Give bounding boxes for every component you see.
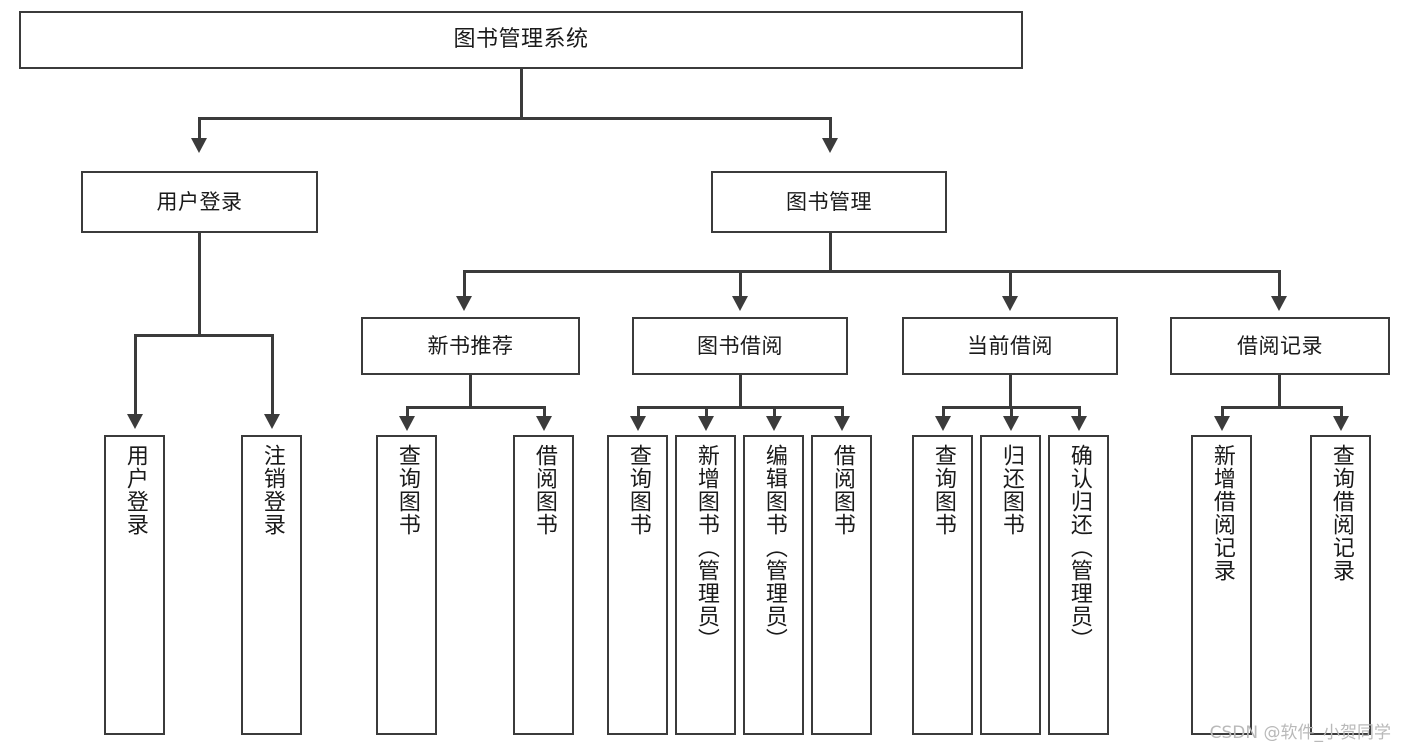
node-root-book-management-system[interactable]: 图书管理系统 xyxy=(19,11,1023,69)
arrowhead-bb-4 xyxy=(834,416,850,431)
leaf-user-login-login[interactable]: 用户登录 xyxy=(104,435,165,735)
arrowhead-nbr-1 xyxy=(399,416,415,431)
node-label: 归还图书 xyxy=(998,444,1024,536)
arrowhead-nbr-2 xyxy=(536,416,552,431)
arrowhead-to-book-borrow xyxy=(732,296,748,311)
arrowhead-br-1 xyxy=(1214,416,1230,431)
connector-new-book-recommend-bus xyxy=(406,406,544,409)
connector-new-book-recommend-stem xyxy=(469,375,472,408)
leaf-book-borrow-query-book[interactable]: 查询图书 xyxy=(607,435,668,735)
connector-root-stem xyxy=(520,69,523,119)
leaf-new-book-borrow-book[interactable]: 借阅图书 xyxy=(513,435,574,735)
arrowhead-cb-2 xyxy=(1003,416,1019,431)
connector-bb-drop-3 xyxy=(773,406,776,418)
arrowhead-to-new-book-recommend xyxy=(456,296,472,311)
node-label: 查询图书 xyxy=(625,444,651,536)
leaf-borrow-record-query-record[interactable]: 查询借阅记录 xyxy=(1310,435,1371,735)
connector-nbr-drop-2 xyxy=(543,406,546,418)
connector-book-borrow-stem xyxy=(739,375,742,408)
node-label: 查询图书 xyxy=(930,444,956,536)
connector-bb-drop-2 xyxy=(705,406,708,418)
node-label: 图书借阅 xyxy=(697,333,783,358)
node-label: 用户登录 xyxy=(156,189,243,214)
node-borrow-record[interactable]: 借阅记录 xyxy=(1170,317,1390,375)
node-label: 确认归还（管理员） xyxy=(1066,444,1092,651)
connector-borrow-record-stem xyxy=(1278,375,1281,408)
arrowhead-user-login-2 xyxy=(264,414,280,429)
connector-bb-drop-4 xyxy=(841,406,844,418)
connector-borrow-record-bus xyxy=(1221,406,1341,409)
arrowhead-to-user-login xyxy=(191,138,207,153)
node-label: 新增图书（管理员） xyxy=(693,444,719,651)
leaf-user-login-logout[interactable]: 注销登录 xyxy=(241,435,302,735)
watermark-text: CSDN @软件_小贺同学 xyxy=(1209,723,1391,743)
arrowhead-to-book-management xyxy=(822,138,838,153)
leaf-book-borrow-borrow-book[interactable]: 借阅图书 xyxy=(811,435,872,735)
arrowhead-cb-1 xyxy=(935,416,951,431)
connector-nbr-drop-1 xyxy=(406,406,409,418)
leaf-book-borrow-edit-book-admin[interactable]: 编辑图书（管理员） xyxy=(743,435,804,735)
node-label: 新书推荐 xyxy=(427,333,514,358)
leaf-current-borrow-query-book[interactable]: 查询图书 xyxy=(912,435,973,735)
leaf-current-borrow-return-book[interactable]: 归还图书 xyxy=(980,435,1041,735)
leaf-borrow-record-add-record[interactable]: 新增借阅记录 xyxy=(1191,435,1252,735)
connector-cb-drop-3 xyxy=(1078,406,1081,418)
node-label: 借阅记录 xyxy=(1237,333,1323,358)
arrowhead-bb-2 xyxy=(698,416,714,431)
connector-br-drop-2 xyxy=(1340,406,1343,418)
connector-level2-bus xyxy=(463,270,1279,273)
node-label: 查询借阅记录 xyxy=(1328,444,1354,582)
node-label: 当前借阅 xyxy=(967,333,1053,358)
connector-cb-drop-1 xyxy=(942,406,945,418)
node-label: 查询图书 xyxy=(394,444,420,536)
leaf-current-borrow-confirm-return-admin[interactable]: 确认归还（管理员） xyxy=(1048,435,1109,735)
arrowhead-user-login-1 xyxy=(127,414,143,429)
connector-cb-drop-2 xyxy=(1010,406,1013,418)
arrowhead-bb-3 xyxy=(766,416,782,431)
connector-to-current-borrow xyxy=(1009,270,1012,298)
connector-current-borrow-stem xyxy=(1009,375,1012,408)
node-label: 新增借阅记录 xyxy=(1209,444,1235,582)
node-label: 用户登录 xyxy=(122,444,148,536)
node-label: 编辑图书（管理员） xyxy=(761,444,787,651)
node-current-borrow[interactable]: 当前借阅 xyxy=(902,317,1118,375)
node-book-management[interactable]: 图书管理 xyxy=(711,171,947,233)
arrowhead-bb-1 xyxy=(630,416,646,431)
node-new-book-recommend[interactable]: 新书推荐 xyxy=(361,317,580,375)
connector-to-book-management xyxy=(829,117,832,140)
connector-bb-drop-1 xyxy=(637,406,640,418)
node-label: 借阅图书 xyxy=(531,444,557,536)
connector-user-login-drop-2 xyxy=(271,334,274,416)
node-book-borrow[interactable]: 图书借阅 xyxy=(632,317,848,375)
connector-book-management-stem xyxy=(829,233,832,272)
connector-br-drop-1 xyxy=(1221,406,1224,418)
leaf-new-book-query-book[interactable]: 查询图书 xyxy=(376,435,437,735)
arrowhead-br-2 xyxy=(1333,416,1349,431)
node-user-login[interactable]: 用户登录 xyxy=(81,171,318,233)
arrowhead-to-current-borrow xyxy=(1002,296,1018,311)
connector-to-new-book-recommend xyxy=(463,270,466,298)
node-label: 图书管理 xyxy=(786,189,872,214)
connector-to-borrow-record xyxy=(1278,270,1281,298)
connector-to-book-borrow xyxy=(739,270,742,298)
arrowhead-to-borrow-record xyxy=(1271,296,1287,311)
node-label: 借阅图书 xyxy=(829,444,855,536)
connector-to-user-login xyxy=(198,117,201,140)
connector-user-login-bus xyxy=(134,334,272,337)
connector-book-borrow-bus xyxy=(637,406,843,409)
leaf-book-borrow-add-book-admin[interactable]: 新增图书（管理员） xyxy=(675,435,736,735)
connector-user-login-stem xyxy=(198,233,201,336)
arrowhead-cb-3 xyxy=(1071,416,1087,431)
node-label: 图书管理系统 xyxy=(453,27,589,53)
connector-level1-bus xyxy=(198,117,831,120)
node-label: 注销登录 xyxy=(259,444,285,536)
connector-user-login-drop-1 xyxy=(134,334,137,416)
